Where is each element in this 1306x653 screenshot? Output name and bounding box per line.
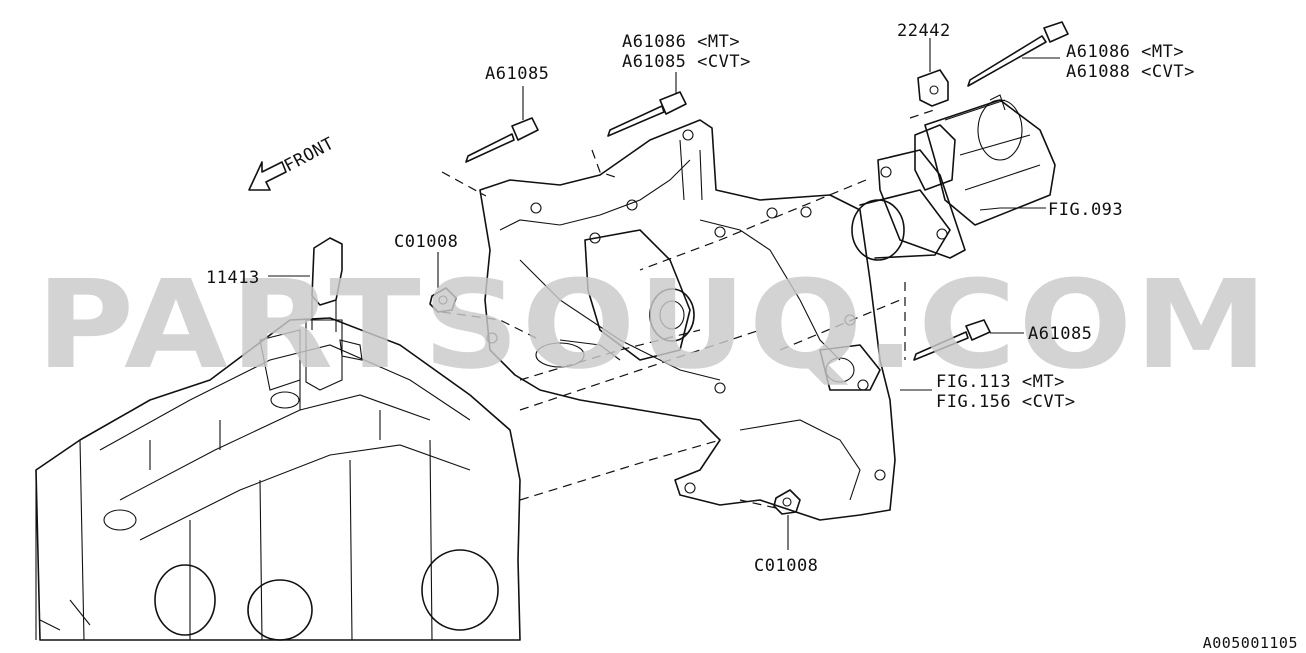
a61085-top-line: A61085 (485, 64, 549, 84)
callout-c01008-bottom: C01008 (754, 556, 818, 576)
callout-a61086-right: A61086 <MT>A61088 <CVT> (1066, 42, 1195, 82)
callout-22442: 22442 (897, 21, 951, 41)
bolt-a61085-top (465, 117, 539, 163)
nut-c01008-bottom (773, 489, 801, 515)
cylinder-block-drawing (35, 317, 521, 641)
front-arrow-icon (248, 161, 287, 191)
11413-line: 11413 (206, 268, 260, 288)
callout-fig113: FIG.113 <MT>FIG.156 <CVT> (936, 372, 1076, 412)
callout-a61086-mid: A61086 <MT>A61085 <CVT> (622, 32, 751, 72)
a61086-mid-line: A61085 <CVT> (622, 52, 751, 72)
a61085-right-line: A61085 (1028, 324, 1092, 344)
callout-fig093: FIG.093 (1048, 200, 1123, 220)
leader-lines (268, 38, 1060, 550)
diagram-code: A005001105 (1203, 634, 1298, 652)
bolt-a61086-mid (607, 91, 687, 137)
c01008-bottom-line: C01008 (754, 556, 818, 576)
fig093-line: FIG.093 (1048, 200, 1123, 220)
watermark: PARTSOUQ.COM (36, 254, 1270, 396)
22442-line: 22442 (897, 21, 951, 41)
front-label: FRONT (281, 134, 338, 177)
callout-a61085-right: A61085 (1028, 324, 1092, 344)
nut-c01008-left (429, 287, 457, 313)
bolt-a61086-right (967, 21, 1069, 87)
c01008-left-line: C01008 (394, 232, 458, 252)
oil-filler-tube-drawing (305, 237, 343, 391)
callout-a61085-top: A61085 (485, 64, 549, 84)
callout-11413: 11413 (206, 268, 260, 288)
fig113-line: FIG.156 <CVT> (936, 392, 1076, 412)
a61086-right-line: A61086 <MT> (1066, 42, 1184, 62)
alignment-lines (441, 109, 935, 509)
bolt-a61085-right (913, 319, 991, 361)
a61086-mid-line: A61086 <MT> (622, 32, 740, 52)
bell-housing-drawing (479, 119, 896, 521)
callout-c01008-left: C01008 (394, 232, 458, 252)
fig113-line: FIG.113 <MT> (936, 372, 1065, 392)
starter-motor-drawing (851, 94, 1056, 261)
a61086-right-line: A61088 <CVT> (1066, 62, 1195, 82)
bracket-22442-drawing (917, 69, 949, 107)
